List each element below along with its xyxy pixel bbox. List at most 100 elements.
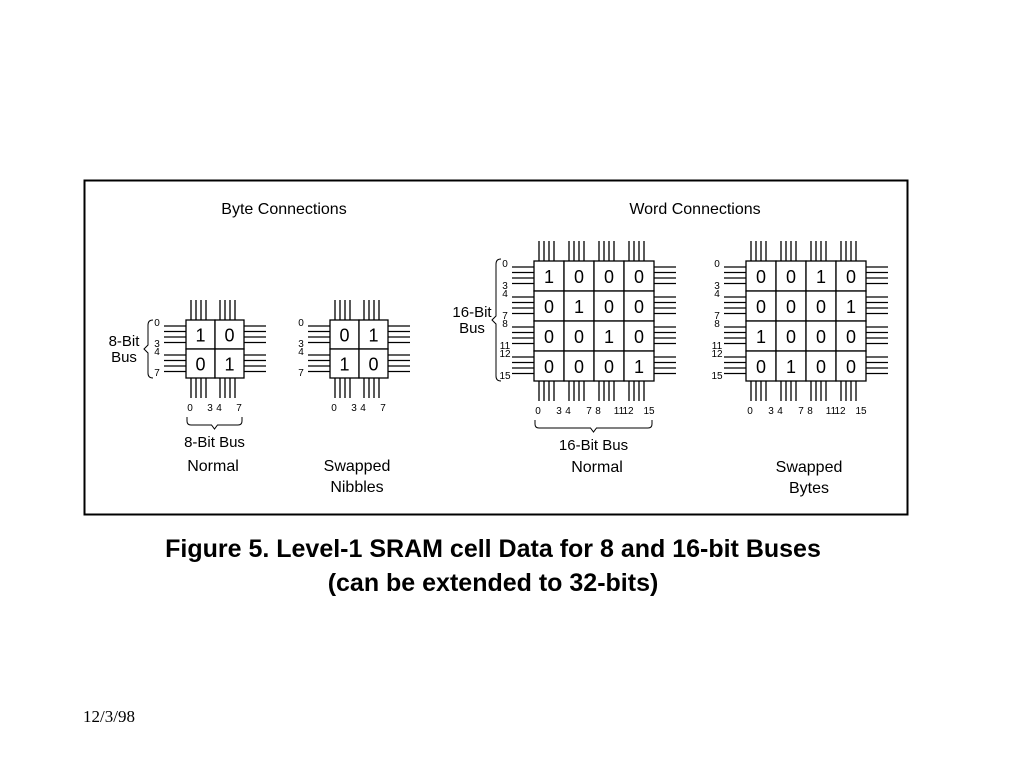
cell-value: 0 (224, 326, 234, 346)
diagram-caption: Swapped (324, 458, 391, 475)
sram-cell (775, 260, 807, 292)
sram-cell (563, 350, 595, 382)
cell-value: 0 (574, 327, 584, 347)
col-bit-label: 4 (216, 403, 222, 414)
col-bit-label: 3 (351, 403, 357, 414)
cell-value: 0 (846, 267, 856, 287)
cell-value: 0 (604, 357, 614, 377)
diagram-caption: Normal (187, 458, 239, 475)
cell-value: 1 (604, 327, 614, 347)
cell-value: 0 (574, 357, 584, 377)
sram-cell (623, 290, 655, 322)
cell-value: 0 (544, 327, 554, 347)
cell-value: 0 (756, 357, 766, 377)
bottom-bus-brace (534, 420, 653, 433)
cell-value: 0 (786, 327, 796, 347)
sram-cell (745, 320, 777, 352)
col-bit-label: 0 (535, 406, 541, 417)
row-bit-label: 3 (154, 339, 160, 350)
sram-cell (835, 260, 867, 292)
cell-value: 0 (786, 267, 796, 287)
sram-cell (805, 290, 837, 322)
cell-value: 0 (544, 297, 554, 317)
bottom-bus-label: 16-Bit Bus (559, 437, 628, 454)
figure-frame (83, 179, 909, 516)
sram-cell (563, 290, 595, 322)
col-bit-label: 0 (187, 403, 193, 414)
byte-connections-heading: Byte Connections (221, 201, 346, 218)
row-bit-label: 11 (712, 341, 723, 352)
cell-value: 0 (846, 327, 856, 347)
cell-value: 1 (574, 297, 584, 317)
row-bit-label: 3 (502, 281, 508, 292)
col-bit-label: 4 (777, 406, 783, 417)
cell-value: 1 (786, 357, 796, 377)
cell-value: 0 (604, 267, 614, 287)
diagram-caption: Nibbles (330, 479, 383, 496)
row-bit-label: 12 (711, 349, 723, 360)
cell-value: 1 (816, 267, 826, 287)
row-bit-label: 7 (154, 368, 160, 379)
row-bit-label: 0 (298, 318, 304, 329)
cell-value: 0 (634, 297, 644, 317)
cell-value: 1 (224, 355, 234, 375)
row-bit-label: 8 (502, 319, 508, 330)
cell-value: 1 (368, 326, 378, 346)
word-connections-heading: Word Connections (629, 201, 760, 218)
cell-value: 0 (816, 357, 826, 377)
row-bit-label: 4 (502, 289, 508, 300)
sram-cell (563, 320, 595, 352)
cell-value: 0 (604, 297, 614, 317)
col-bit-label: 4 (360, 403, 366, 414)
left-bus-label: Bus (459, 320, 485, 337)
row-bit-label: 7 (502, 311, 508, 322)
col-bit-label: 0 (747, 406, 753, 417)
byte-swapped-nibbles-grid (308, 300, 410, 398)
byte-normal-grid (143, 300, 266, 430)
cell-value: 1 (634, 357, 644, 377)
row-bit-label: 3 (714, 281, 720, 292)
col-bit-label: 3 (768, 406, 774, 417)
bottom-bus-brace (186, 417, 243, 430)
col-bit-label: 4 (565, 406, 571, 417)
cell-value: 0 (634, 327, 644, 347)
col-bit-label: 8 (807, 406, 813, 417)
cell-value: 0 (816, 297, 826, 317)
col-bit-label: 11 (826, 406, 837, 417)
row-bit-label: 3 (298, 339, 304, 350)
sram-cell (358, 348, 389, 379)
word-normal-grid (491, 241, 676, 433)
diagram-caption: Normal (571, 459, 623, 476)
col-bit-label: 7 (798, 406, 804, 417)
row-bit-label: 12 (499, 349, 511, 360)
col-bit-label: 3 (207, 403, 213, 414)
cell-value: 1 (195, 326, 205, 346)
col-bit-label: 7 (380, 403, 386, 414)
row-bit-label: 7 (714, 311, 720, 322)
row-bit-label: 7 (298, 368, 304, 379)
row-bit-label: 0 (502, 259, 508, 270)
cell-value: 0 (368, 355, 378, 375)
row-bit-label: 11 (500, 341, 511, 352)
col-bit-label: 11 (614, 406, 625, 417)
col-bit-label: 3 (556, 406, 562, 417)
left-bus-brace (143, 319, 154, 379)
cell-value: 0 (846, 357, 856, 377)
cell-value: 0 (544, 357, 554, 377)
cell-value: 0 (816, 327, 826, 347)
figure-caption-line1: Figure 5. Level-1 SRAM cell Data for 8 a… (165, 535, 821, 563)
col-bit-label: 8 (595, 406, 601, 417)
sram-cell (835, 290, 867, 322)
bottom-bus-label: 8-Bit Bus (184, 434, 245, 451)
row-bit-label: 0 (714, 259, 720, 270)
cell-value: 0 (195, 355, 205, 375)
sram-cell (329, 348, 360, 379)
row-bit-label: 4 (154, 347, 160, 358)
sram-cell (835, 350, 867, 382)
cell-value: 0 (756, 267, 766, 287)
row-bit-label: 4 (714, 289, 720, 300)
sram-cell (329, 319, 360, 350)
row-bit-label: 8 (714, 319, 720, 330)
left-bus-label: 8-Bit (109, 333, 141, 350)
